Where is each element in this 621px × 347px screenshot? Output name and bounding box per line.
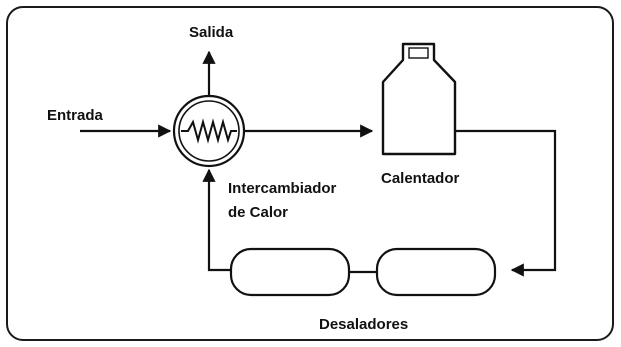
heater-label: Calentador	[381, 170, 460, 187]
diagram-frame	[6, 6, 614, 341]
desalters-to-exchanger-line	[202, 168, 231, 272]
heater-to-desalters-line	[455, 129, 557, 277]
desalter-vessel-right	[375, 247, 497, 297]
inlet-label: Entrada	[47, 107, 103, 124]
heat-exchanger-symbol	[172, 94, 246, 168]
desalters-label: Desaladores	[319, 316, 409, 333]
outlet-label: Salida	[189, 24, 234, 41]
desalter-vessel-left	[229, 247, 351, 297]
heat-exchanger-label-line1: Intercambiador	[228, 180, 337, 197]
heater-neck	[408, 47, 429, 59]
heater-symbol	[381, 42, 457, 156]
heat-exchanger-label-line2: de Calor	[228, 204, 289, 221]
